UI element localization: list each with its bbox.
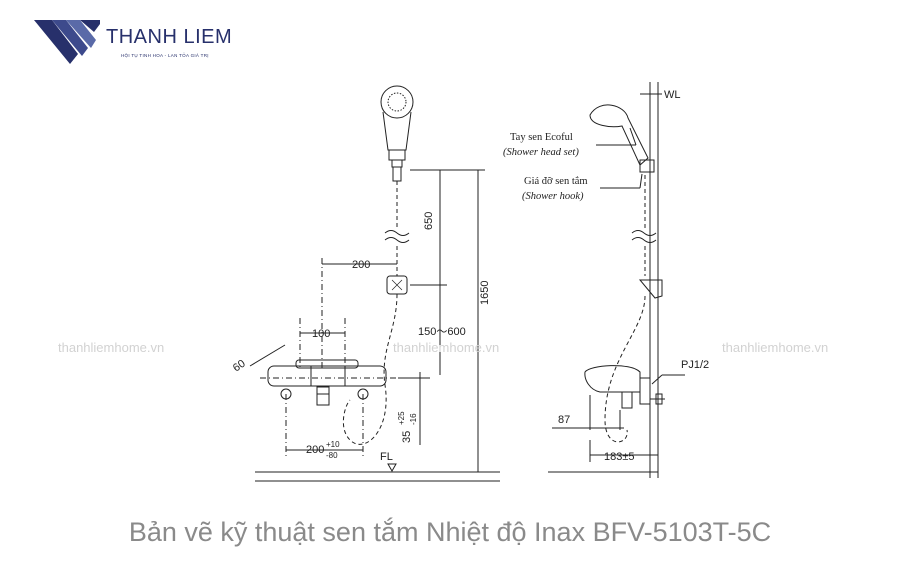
dim-35-tol-top: +25 <box>397 411 406 425</box>
side-faucet-body <box>584 365 641 393</box>
front-shower-head <box>380 85 414 119</box>
dim-100: 100 <box>312 328 330 340</box>
thanh-liem-logo-icon <box>34 20 100 64</box>
dim-183: 183±5 <box>604 451 635 463</box>
dim-200-tol-top: +10 <box>326 440 340 449</box>
hook-label-vi: Giá đỡ sen tắm <box>524 176 588 187</box>
dim-650: 650 <box>423 212 435 230</box>
watermark-center: thanhliemhome.vn <box>393 340 500 355</box>
technical-drawing: 650 200 1650 150～600 100 60 200 +10 -80 … <box>231 82 709 482</box>
diagram-caption: Bản vẽ kỹ thuật sen tắm Nhiệt độ Inax BF… <box>128 517 772 547</box>
watermark-left: thanhliemhome.vn <box>58 340 165 355</box>
floor-label: FL <box>380 451 393 463</box>
logo-tagline: HỘI TỤ TINH HOA - LAN TỎA GIÁ TRỊ <box>121 53 209 58</box>
side-shower-head <box>589 104 649 166</box>
pipe-label: PJ1/2 <box>681 359 709 371</box>
shower-head-label-vi: Tay sen Ecoful <box>510 132 573 143</box>
front-faucet-body <box>267 365 387 387</box>
dim-200-main: 200 <box>306 444 324 456</box>
hook-label-en: (Shower hook) <box>522 191 584 202</box>
wall-label: WL <box>664 89 681 101</box>
dim-150-600: 150～600 <box>418 326 466 338</box>
dim-60: 60 <box>231 358 248 375</box>
dim-1650: 1650 <box>479 281 491 305</box>
logo-brand-name: THANH LIEM <box>106 26 233 48</box>
dim-200-tol-bottom: -80 <box>326 451 338 460</box>
dim-35: 35 <box>401 431 413 443</box>
shower-head-label-en: (Shower head set) <box>503 147 579 158</box>
dim-35-tol-bottom: -16 <box>409 413 418 425</box>
watermark-right: thanhliemhome.vn <box>722 340 829 355</box>
dim-87: 87 <box>558 414 570 426</box>
dim-200-horizontal: 200 <box>352 259 370 271</box>
